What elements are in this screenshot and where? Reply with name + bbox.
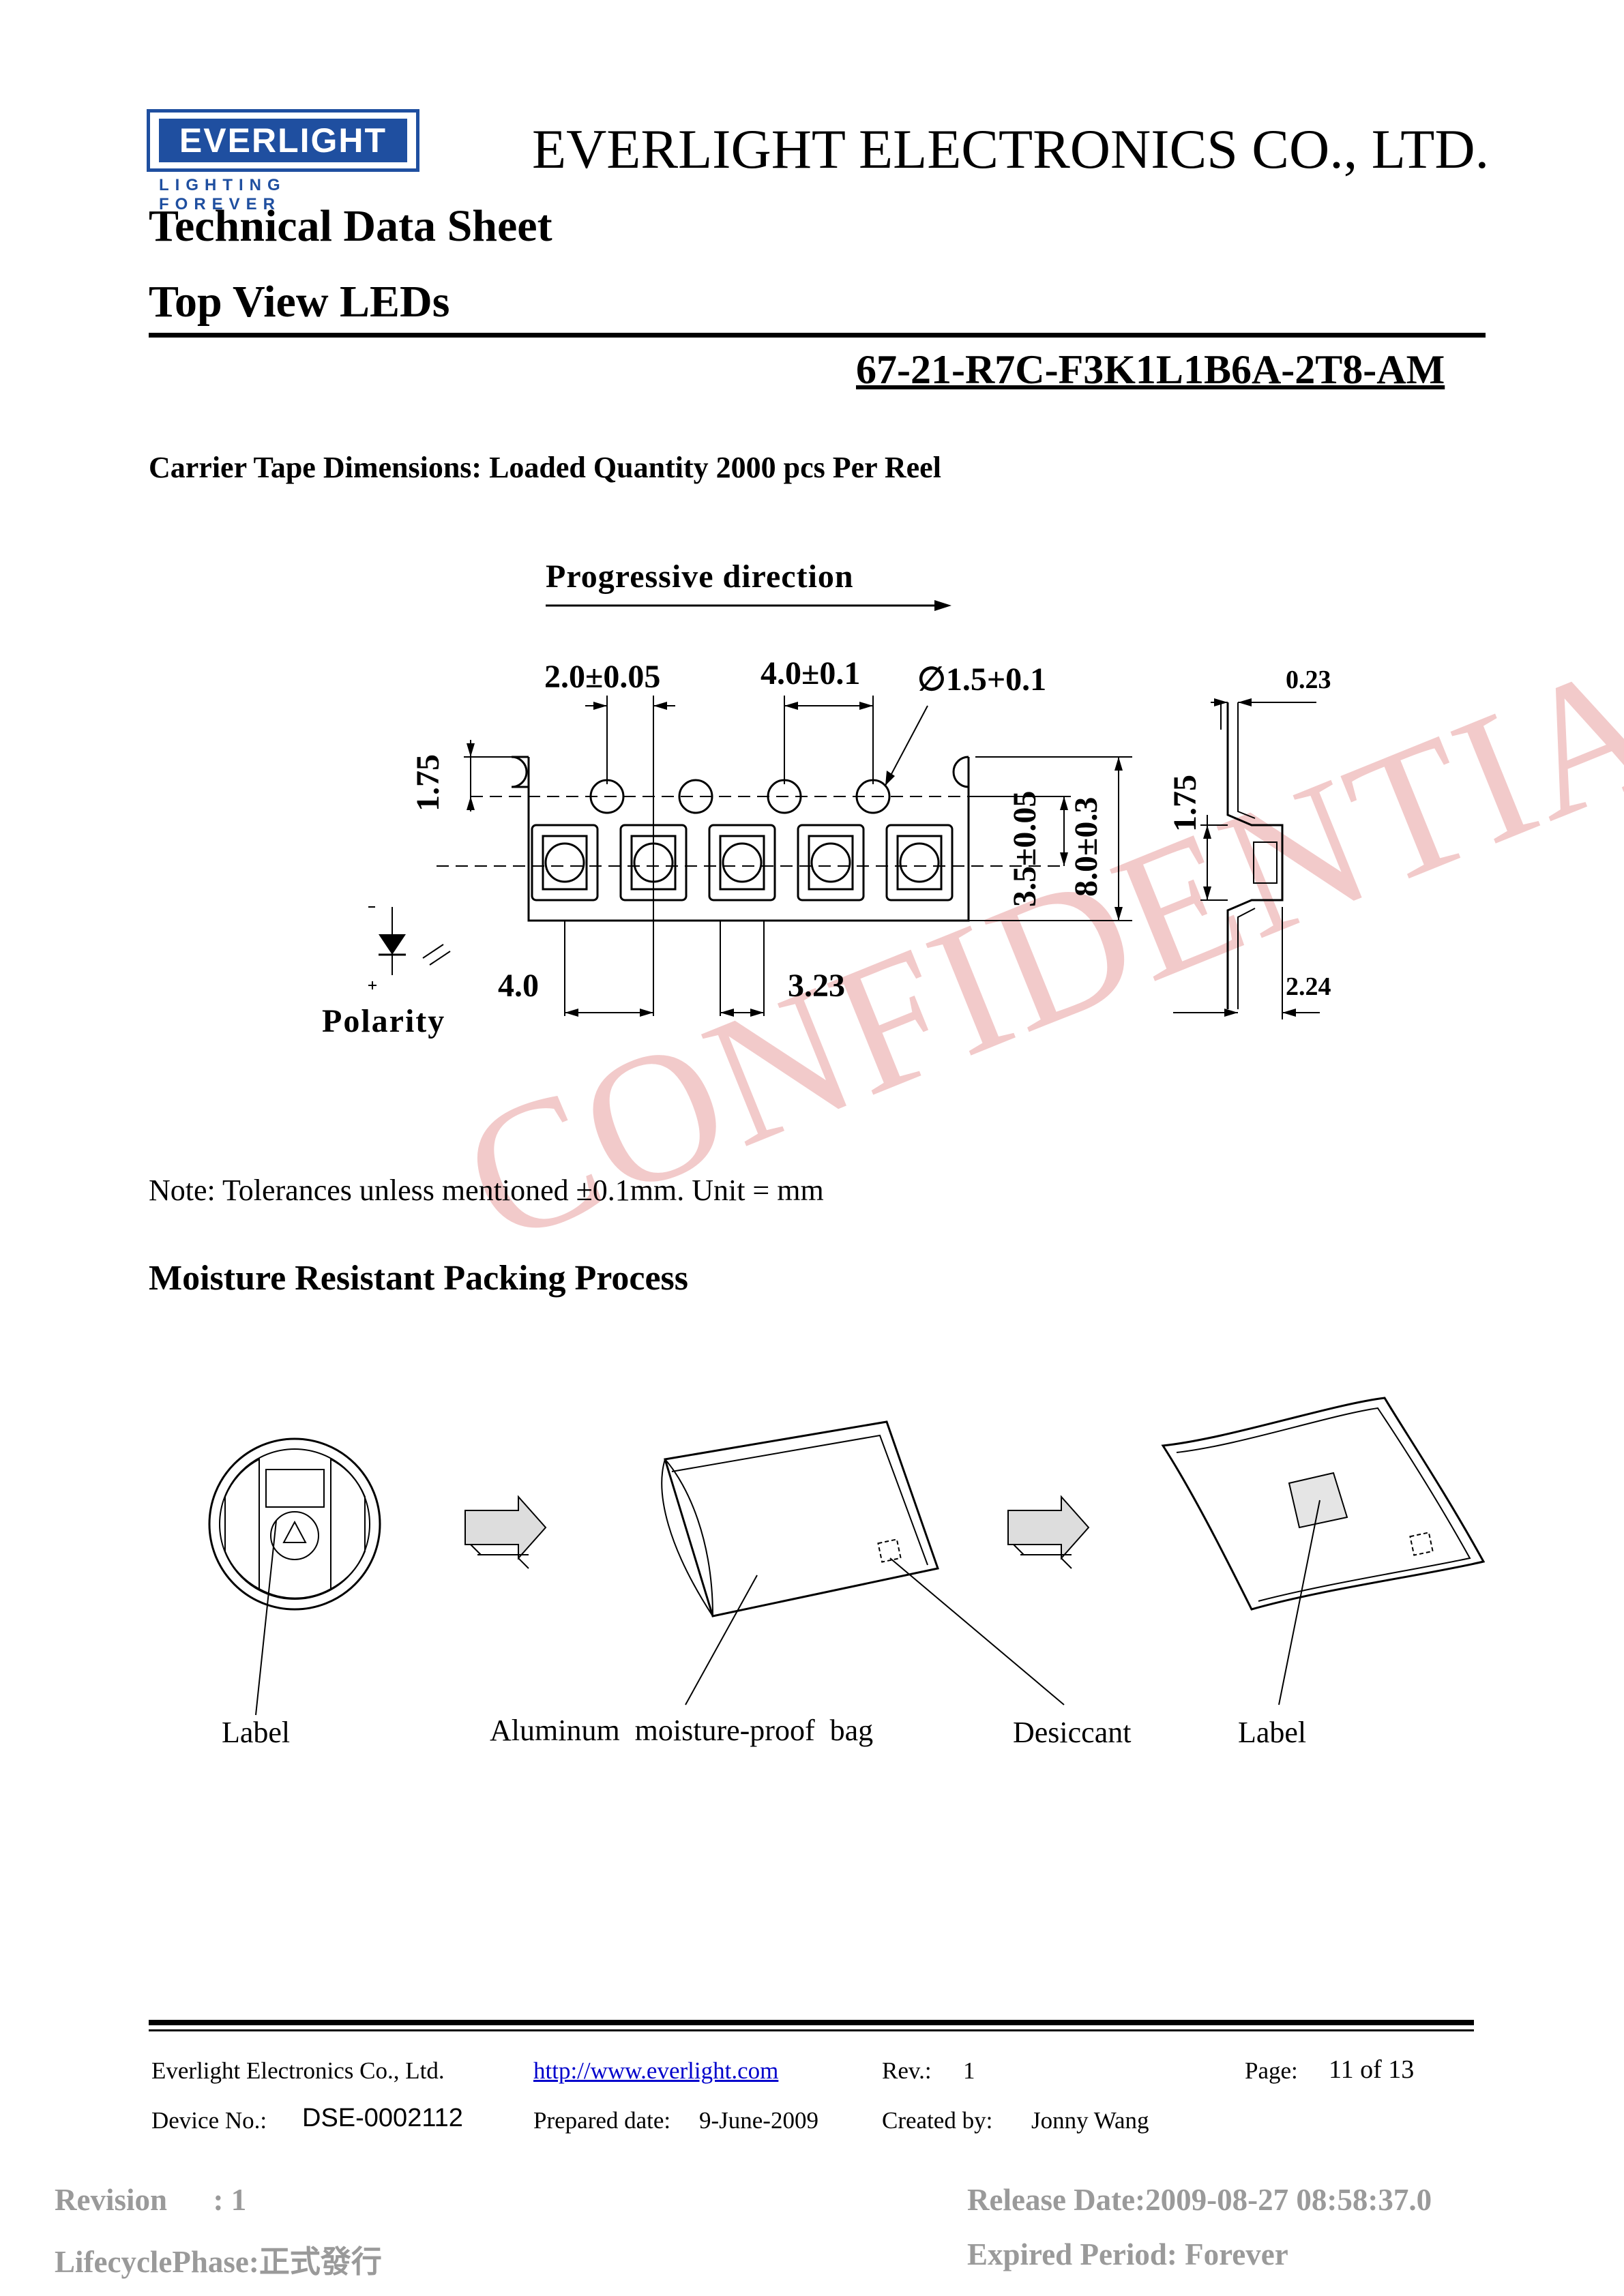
logo-tagline: LIGHTING FOREVER bbox=[159, 176, 286, 213]
dim-4-0-bottom: 4.0 bbox=[498, 968, 539, 1004]
footer-rule-thin bbox=[149, 2029, 1474, 2031]
polarity-diode-symbol bbox=[368, 906, 451, 989]
tape-side-profile bbox=[1226, 702, 1284, 1009]
doc-type-title: Technical Data Sheet bbox=[149, 201, 552, 251]
company-logo: EVERLIGHT LIGHTING FOREVER bbox=[147, 109, 419, 213]
tape-section-title: Carrier Tape Dimensions: Loaded Quantity… bbox=[149, 451, 941, 484]
footer-page-value: 11 of 13 bbox=[1329, 2055, 1415, 2084]
footer-device-value: DSE-0002112 bbox=[302, 2104, 463, 2132]
dim-4-0-top: 4.0±0.1 bbox=[761, 655, 861, 691]
dim-2-24: 2.24 bbox=[1286, 972, 1331, 1001]
carrier-tape-outline bbox=[511, 756, 970, 922]
bag-caption: Aluminum moisture-proof bag bbox=[490, 1714, 874, 1747]
process-arrow-1 bbox=[464, 1495, 547, 1569]
tolerance-note: Note: Tolerances unless mentioned ±0.1mm… bbox=[149, 1174, 824, 1207]
polarity-label: Polarity bbox=[322, 1003, 446, 1039]
logo-text: EVERLIGHT bbox=[179, 121, 387, 160]
dim-3-23: 3.23 bbox=[788, 968, 845, 1004]
revision-status: Revision : 1 bbox=[55, 2183, 247, 2217]
part-number: 67-21-R7C-F3K1L1B6A-2T8-AM bbox=[856, 347, 1445, 392]
footer-device-label: Device No.: bbox=[151, 2107, 267, 2134]
footer-prepared-label: Prepared date: bbox=[533, 2107, 671, 2134]
dim-2-0: 2.0±0.05 bbox=[544, 659, 661, 695]
footer-page-label: Page: bbox=[1245, 2057, 1298, 2084]
footer-company: Everlight Electronics Co., Ltd. bbox=[151, 2057, 445, 2084]
header-rule bbox=[149, 333, 1486, 338]
desiccant-caption: Desiccant bbox=[1013, 1716, 1132, 1749]
reel-label-caption: Label bbox=[222, 1716, 291, 1749]
process-arrow-2 bbox=[1007, 1495, 1090, 1569]
lifecycle-phase: LifecyclePhase:正式發行 bbox=[55, 2245, 382, 2279]
footer-created-label: Created by: bbox=[882, 2107, 993, 2134]
footer-prepared-value: 9-June-2009 bbox=[699, 2107, 818, 2134]
footer-rule-thick bbox=[149, 2020, 1474, 2025]
expired-period: Expired Period: Forever bbox=[967, 2237, 1288, 2271]
footer-url-link[interactable]: http://www.everlight.com bbox=[533, 2057, 779, 2084]
release-date: Release Date:2009-08-27 08:58:37.0 bbox=[967, 2183, 1432, 2217]
company-name: EVERLIGHT ELECTRONICS CO., LTD. bbox=[532, 118, 1490, 180]
aluminum-bag-icon bbox=[661, 1420, 1065, 1705]
dim-0-23: 0.23 bbox=[1286, 666, 1331, 694]
moisture-section-title: Moisture Resistant Packing Process bbox=[149, 1259, 688, 1298]
progressive-direction-label: Progressive direction bbox=[546, 558, 854, 595]
sealed-bag-icon bbox=[1161, 1397, 1486, 1705]
dim-hole-diameter: ∅1.5+0.1 bbox=[917, 661, 1047, 698]
footer-rev-value: 1 bbox=[963, 2057, 975, 2084]
footer-rev-label: Rev.: bbox=[882, 2057, 932, 2084]
product-family-title: Top View LEDs bbox=[149, 277, 450, 327]
footer-created-value: Jonny Wang bbox=[1031, 2107, 1149, 2134]
reel-icon bbox=[208, 1437, 381, 1716]
sealed-label-caption: Label bbox=[1238, 1716, 1307, 1749]
